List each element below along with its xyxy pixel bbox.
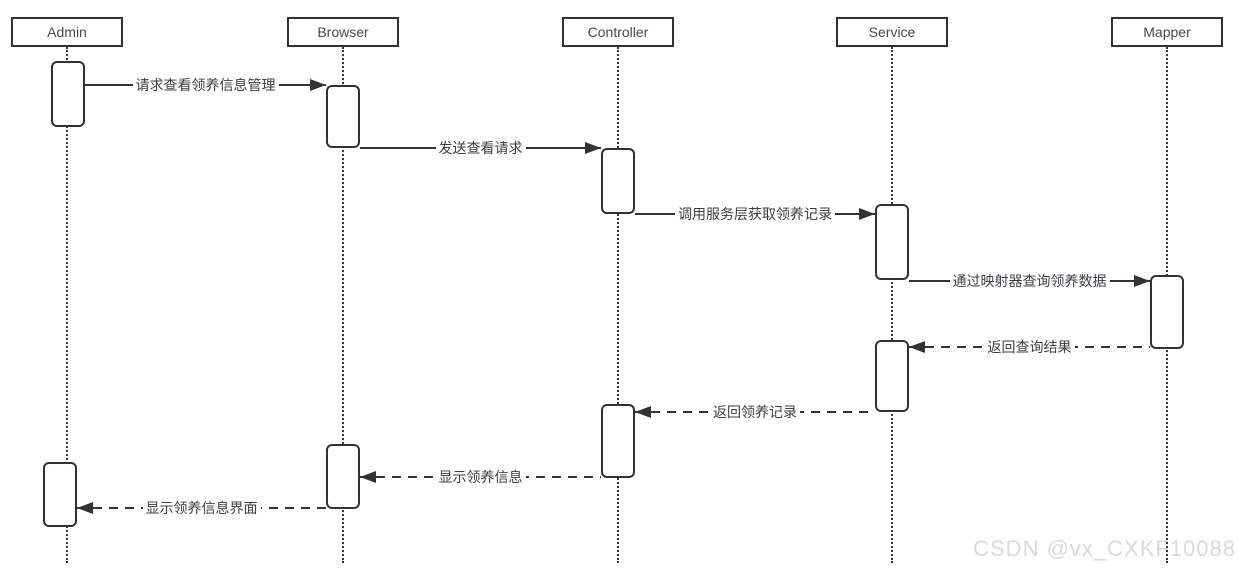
actor-box-browser: Browser: [287, 17, 399, 47]
message-label: 显示领养信息: [435, 467, 526, 487]
message-label: 返回领养记录: [710, 402, 800, 422]
activation-service-3: [875, 204, 909, 280]
arrowhead-right-icon: [310, 79, 326, 91]
activation-admin-8: [43, 462, 77, 527]
actor-box-controller: Controller: [562, 17, 674, 47]
watermark: CSDN @vx_CXKF10088: [973, 536, 1236, 561]
actor-label-mapper: Mapper: [1143, 24, 1191, 40]
actor-box-mapper: Mapper: [1111, 17, 1223, 47]
message-5-mapper-to-service: 返回查询结果: [909, 337, 1150, 357]
message-6-service-to-controller: 返回领养记录: [635, 402, 875, 422]
arrowhead-left-icon: [77, 502, 93, 514]
activation-controller-6: [601, 404, 635, 478]
message-4-service-to-mapper: 通过映射器查询领养数据: [909, 271, 1150, 291]
actor-label-service: Service: [868, 24, 916, 40]
arrowhead-left-icon: [360, 471, 376, 483]
message-2-browser-to-controller: 发送查看请求: [360, 138, 601, 158]
activation-admin-0: [51, 61, 85, 127]
arrowhead-left-icon: [909, 341, 925, 353]
lifeline-service: [891, 47, 893, 563]
arrowhead-right-icon: [585, 142, 601, 154]
message-label: 通过映射器查询领养数据: [949, 271, 1110, 291]
arrowhead-right-icon: [859, 208, 875, 220]
lifeline-controller: [617, 47, 619, 563]
message-7-controller-to-browser: 显示领养信息: [360, 467, 601, 487]
actor-label-admin: Admin: [47, 24, 87, 40]
activation-browser-1: [326, 85, 360, 148]
message-8-browser-to-admin: 显示领养信息界面: [77, 498, 326, 518]
actor-label-browser: Browser: [317, 24, 369, 40]
lifeline-admin: [66, 47, 68, 563]
activation-browser-7: [326, 444, 360, 509]
message-label: 请求查看领养信息管理: [132, 75, 279, 95]
lifeline-browser: [342, 47, 344, 563]
activation-mapper-4: [1150, 275, 1184, 349]
message-label: 显示领养信息界面: [142, 498, 261, 518]
message-3-controller-to-service: 调用服务层获取领养记录: [635, 204, 875, 224]
actor-label-controller: Controller: [587, 24, 649, 40]
message-1-admin-to-browser: 请求查看领养信息管理: [85, 75, 326, 95]
message-label: 调用服务层获取领养记录: [675, 204, 835, 224]
arrowhead-right-icon: [1134, 275, 1150, 287]
activation-service-5: [875, 340, 909, 412]
actor-box-service: Service: [836, 17, 948, 47]
actor-box-admin: Admin: [11, 17, 123, 47]
message-label: 发送查看请求: [435, 138, 526, 158]
activation-controller-2: [601, 148, 635, 214]
message-label: 返回查询结果: [984, 337, 1075, 357]
arrowhead-left-icon: [635, 406, 651, 418]
